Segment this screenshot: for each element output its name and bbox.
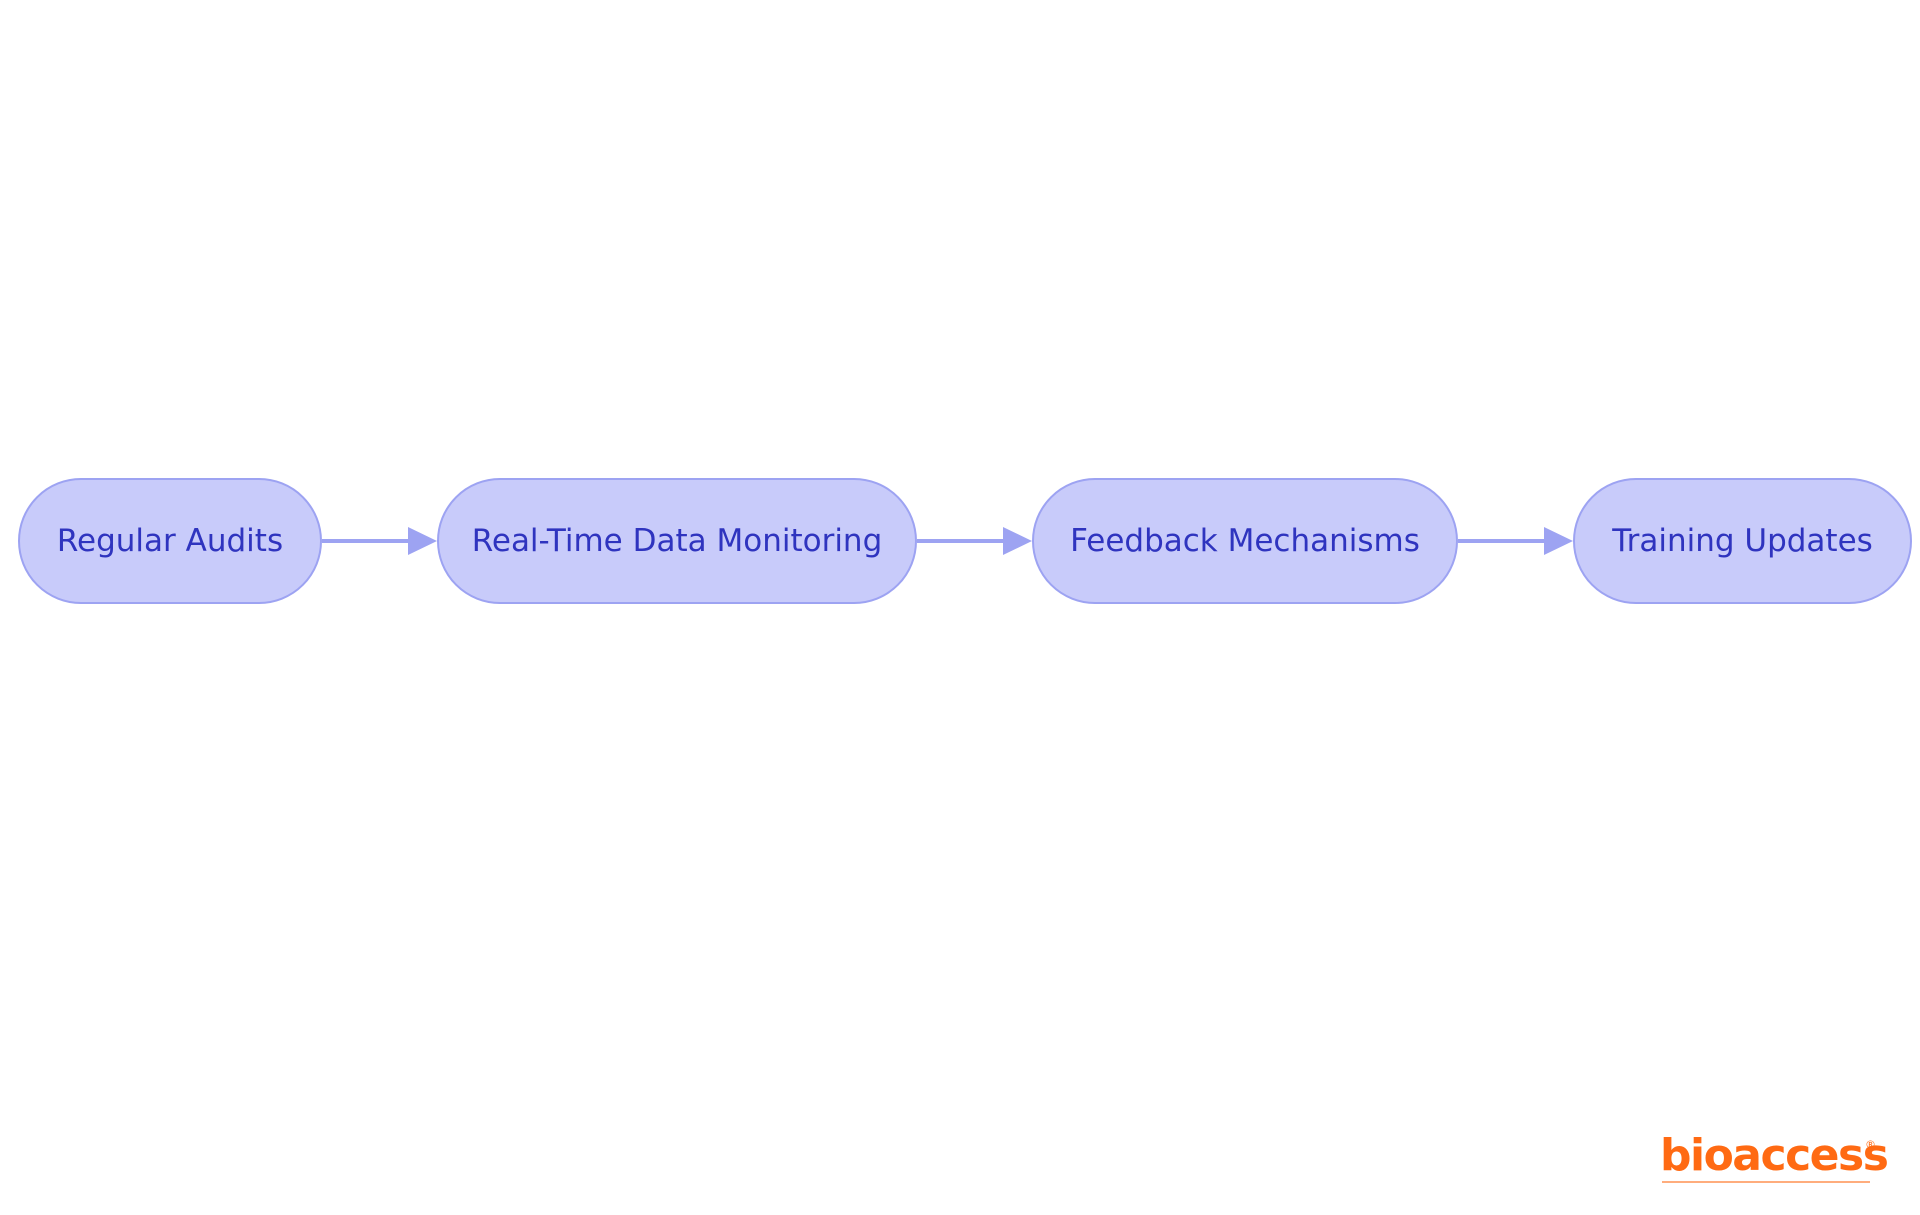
logo-wordmark: bioaccess: [1660, 1130, 1889, 1181]
node-label: Real-Time Data Monitoring: [471, 523, 883, 559]
registered-mark-icon: ®: [1865, 1138, 1876, 1151]
edge-1-arrowhead: [408, 527, 437, 555]
node-label: Regular Audits: [56, 523, 284, 559]
bioaccess-logo: bioaccess ®: [1660, 1132, 1889, 1188]
edge-3-arrowhead: [1544, 527, 1573, 555]
node-feedback-mechanisms: Feedback Mechanisms: [1032, 478, 1458, 604]
node-regular-audits: Regular Audits: [18, 478, 322, 604]
node-label: Training Updates: [1612, 523, 1873, 559]
node-label: Feedback Mechanisms: [1070, 523, 1420, 559]
logo-tagline: [1662, 1181, 1870, 1183]
edge-2-arrowhead: [1003, 527, 1032, 555]
node-real-time-data-monitoring: Real-Time Data Monitoring: [437, 478, 917, 604]
node-training-updates: Training Updates: [1573, 478, 1912, 604]
